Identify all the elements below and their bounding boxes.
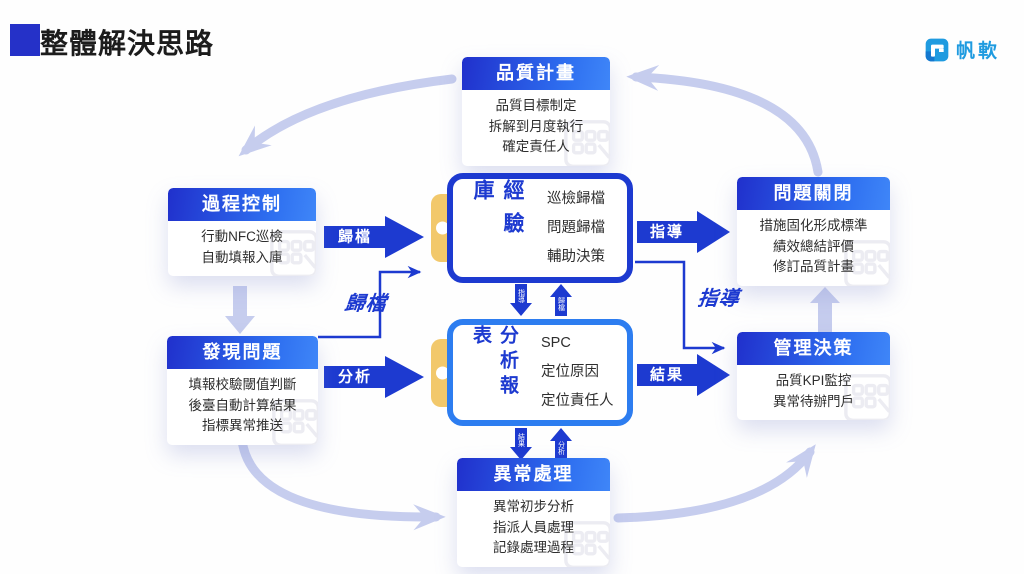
list-item: 指標異常推送: [202, 418, 283, 433]
list-item: 指派人員處理: [493, 519, 574, 535]
mini-result-label: 結果: [518, 432, 526, 448]
process-control-title: 過程控制: [168, 188, 316, 221]
list-item: 巡檢歸檔: [547, 190, 605, 207]
list-item: 自動填報入庫: [201, 249, 283, 265]
list-item: 措施固化形成標準: [759, 218, 868, 233]
arrow-result-label: 結果: [650, 366, 684, 384]
quality-plan-title: 品質計畫: [462, 57, 610, 90]
mini-arrow-result-down: 結果: [510, 428, 532, 460]
node-mgmt-decision: 管理決策 品質KPI監控 異常待辦門戶: [737, 332, 890, 420]
title-accent-bar: [10, 24, 40, 56]
arrow-archive: 歸檔: [324, 216, 424, 258]
mini-arrow-guide-down: 指導: [510, 284, 532, 316]
list-item: 確定責任人: [502, 139, 570, 154]
arrow-guide: 指導: [637, 211, 730, 253]
list-item: 填報校驗閾值判斷: [188, 377, 297, 392]
list-item: 異常待辦門戶: [773, 393, 854, 409]
list-item: 拆解到月度執行: [488, 118, 584, 134]
cycle-curve-close-to-plan: [626, 65, 823, 177]
arrow-analyze-label: 分析: [338, 368, 372, 386]
list-item: 定位責任人: [541, 393, 614, 409]
problem-close-title: 問題關閉: [737, 177, 890, 210]
list-item: 品質KPI監控: [775, 373, 852, 388]
mini-arrow-archive-up: 歸檔: [550, 284, 572, 316]
cycle-curve-problem-to-exception: [237, 435, 446, 531]
arrow-decision-to-close: [810, 287, 840, 333]
find-problem-title: 發現問題: [167, 336, 318, 369]
list-item: 修訂品質計畫: [773, 259, 854, 274]
arrow-archive-label: 歸檔: [338, 228, 372, 246]
mgmt-decision-title: 管理決策: [737, 332, 890, 365]
list-item: 異常初步分析: [493, 499, 574, 514]
exception-handle-title: 異常處理: [457, 458, 610, 491]
arrow-guide-label: 指導: [650, 223, 684, 241]
node-process-control: 過程控制 行動NFC巡檢 自動填報入庫: [168, 188, 316, 276]
node-find-problem: 發現問題 填報校驗閾值判斷 後臺自動計算結果 指標異常推送: [167, 336, 318, 445]
grid-watermark-icon: [844, 239, 890, 286]
grid-watermark-icon: [564, 119, 610, 166]
list-item: 後臺自動計算結果: [188, 397, 297, 413]
grid-watermark-icon: [844, 374, 890, 420]
mini-guide-label: 指導: [518, 288, 526, 303]
grid-watermark-icon: [564, 520, 610, 567]
page-title: 整體解決思路: [40, 28, 215, 59]
list-item: 輔助決策: [547, 248, 605, 265]
arrow-analyze: 分析: [324, 356, 424, 398]
mini-arrow-analyze-up: 分析: [550, 428, 572, 460]
list-item: 品質目標制定: [495, 98, 577, 113]
node-quality-plan: 品質計畫 品質目標制定 拆解到月度執行 確定責任人: [462, 57, 610, 166]
brand-name: 帆軟: [955, 41, 1000, 62]
node-exception-handle: 異常處理 異常初步分析 指派人員處理 記錄處理過程: [457, 458, 610, 567]
list-item: 問題歸檔: [547, 219, 605, 236]
flow-label-archive-feedback: 歸檔: [343, 293, 388, 315]
brand-logo: 帆軟: [925, 36, 1000, 63]
experience-lib-title: 經驗庫: [471, 179, 524, 245]
mini-analyze-label: 分析: [558, 440, 566, 456]
arrow-control-to-problem: [225, 286, 255, 334]
node-experience-lib: 經驗庫 巡檢歸檔 問題歸檔 輔助決策: [431, 173, 633, 283]
fanruan-logo-icon: [925, 38, 949, 61]
cycle-curve-plan-to-control: [238, 74, 457, 157]
list-item: 定位原因: [541, 364, 599, 380]
cycle-curve-exception-to-decision: [613, 444, 816, 523]
list-item: 績效總結評價: [773, 238, 854, 254]
grid-watermark-icon: [272, 398, 318, 445]
grid-watermark-icon: [270, 230, 316, 276]
arrow-result: 結果: [637, 354, 730, 396]
analysis-report-title: 分析報表: [470, 325, 518, 400]
list-item: SPC: [541, 335, 571, 351]
node-problem-close: 問題關閉 措施固化形成標準 績效總結評價 修訂品質計畫: [737, 177, 890, 286]
list-item: 記錄處理過程: [493, 540, 574, 555]
mini-archive-label: 歸檔: [558, 296, 566, 312]
list-item: 行動NFC巡檢: [201, 229, 283, 244]
node-analysis-report: 分析報表 SPC 定位原因 定位責任人: [431, 319, 633, 426]
flow-label-guide-feedback: 指導: [696, 288, 741, 310]
